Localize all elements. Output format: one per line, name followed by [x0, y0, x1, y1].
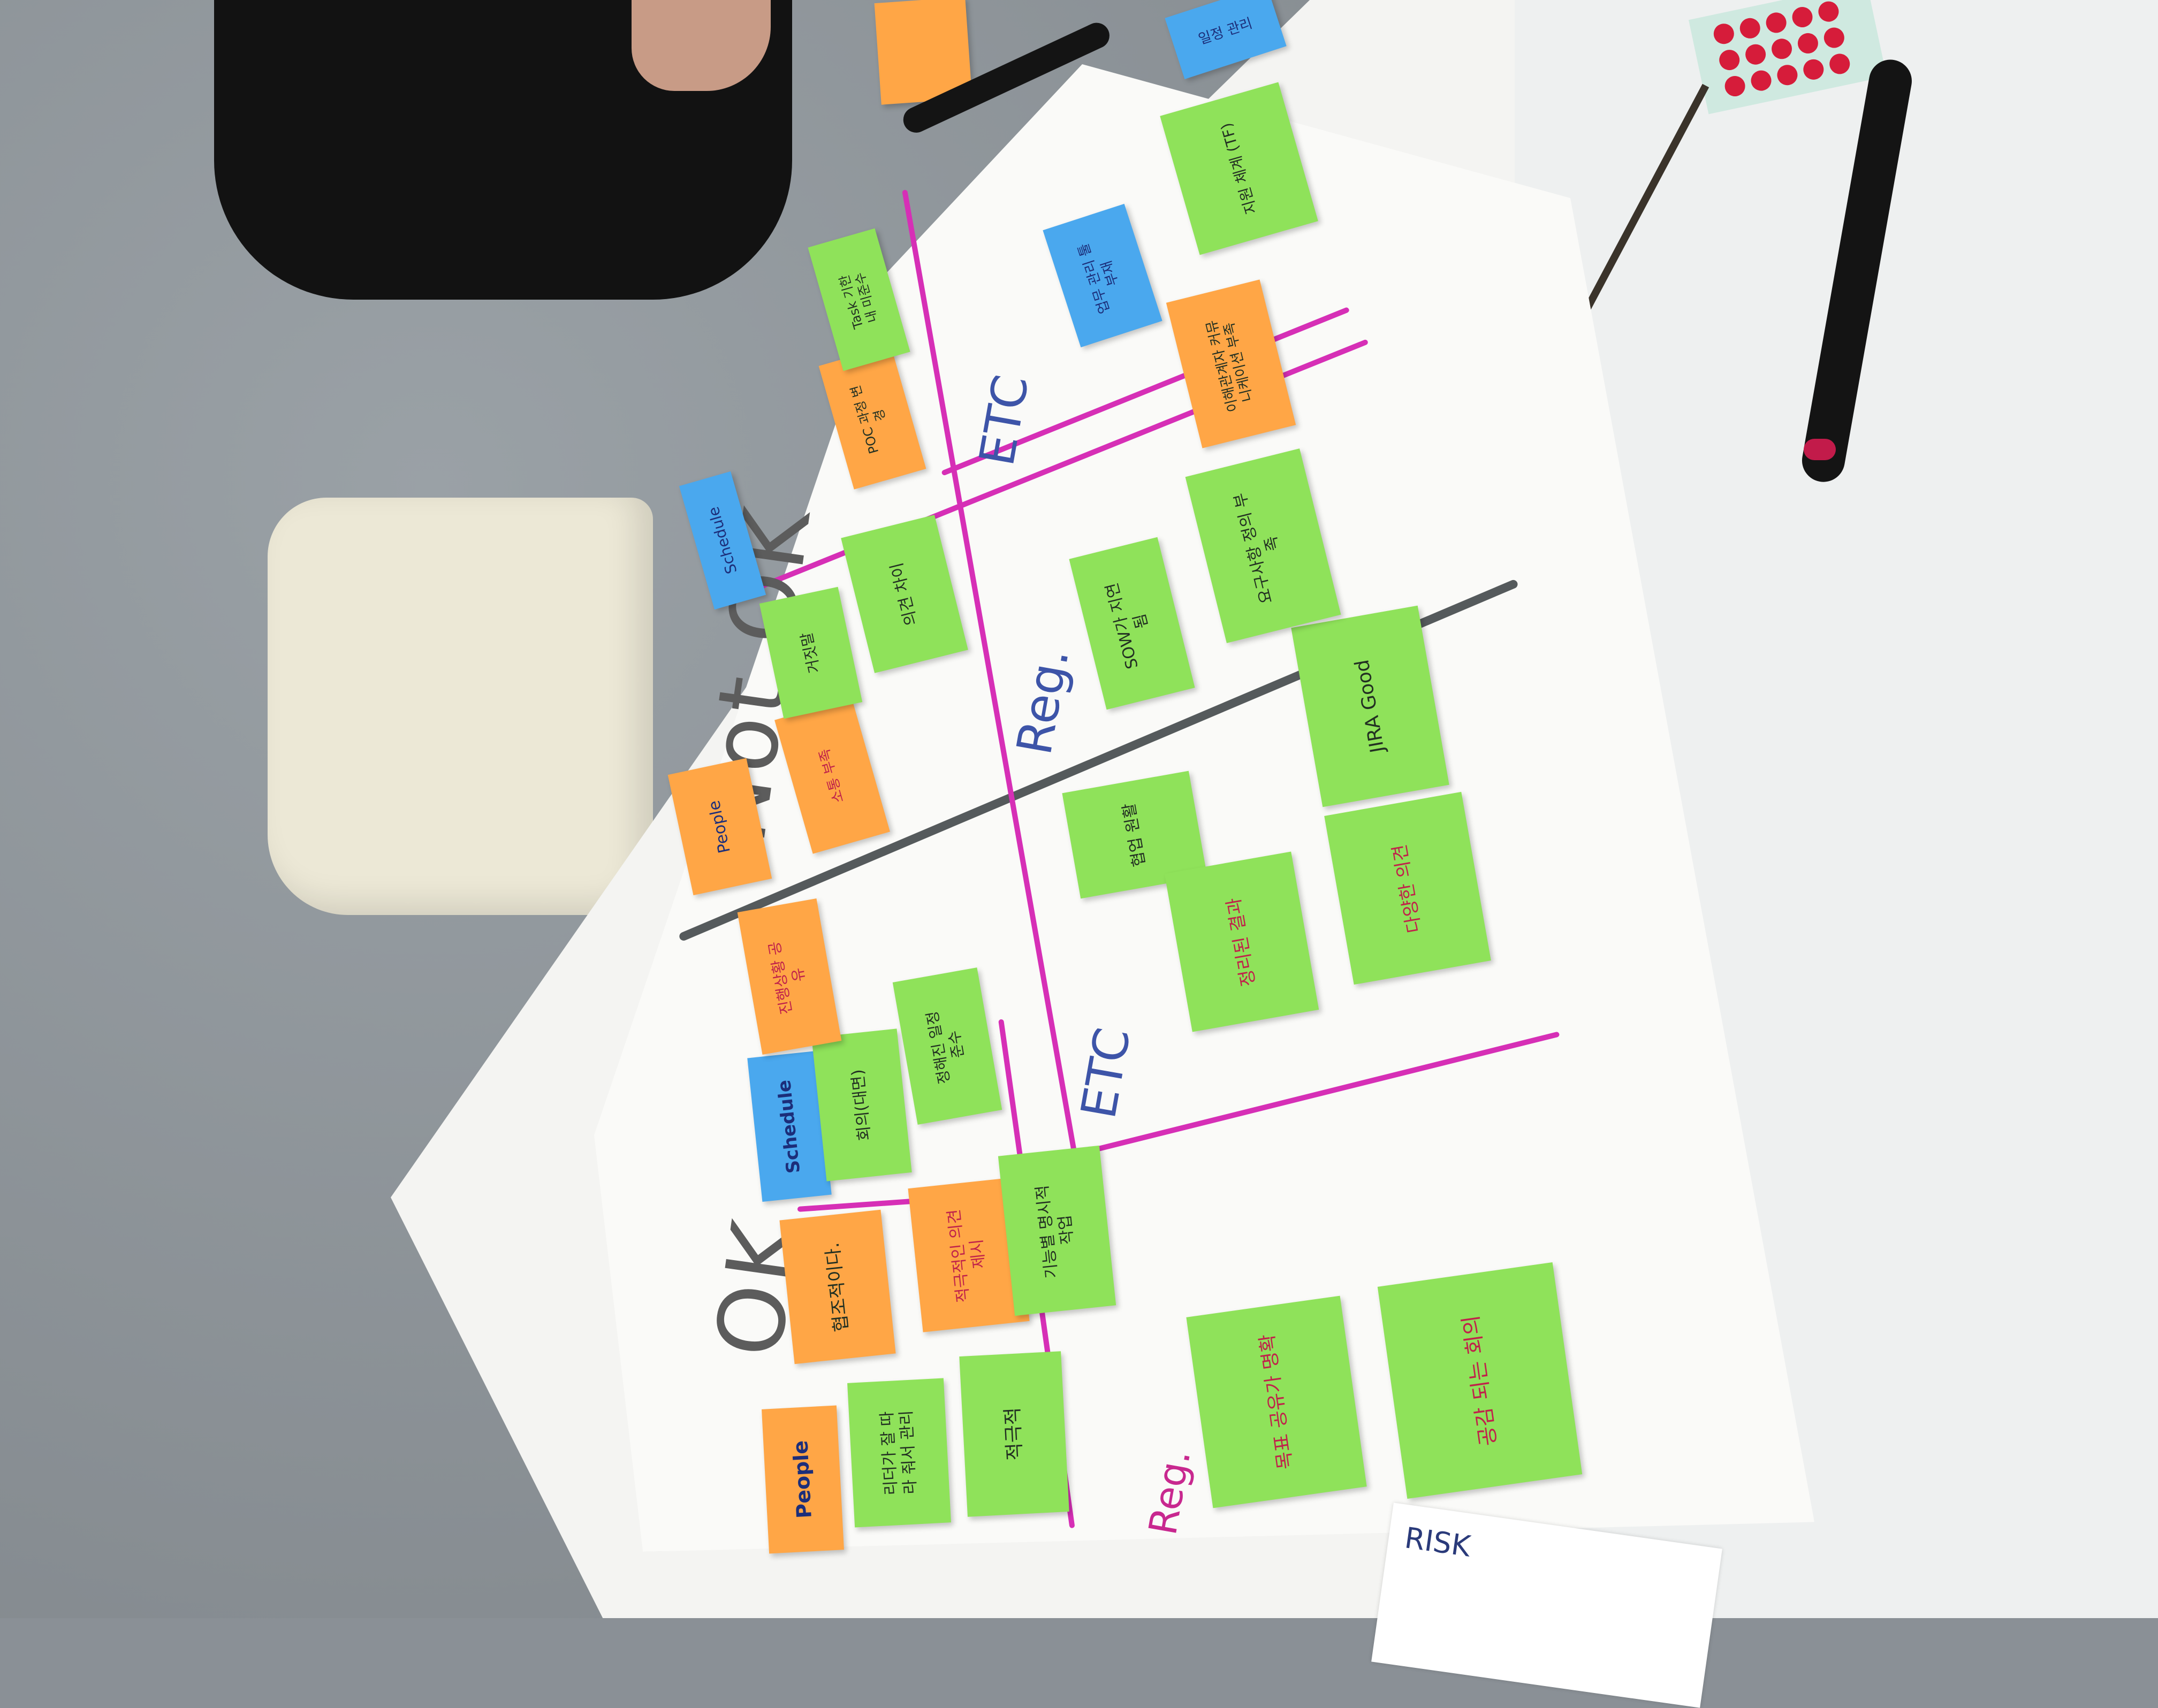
note-ok-meeting: 회의(대면) — [811, 1028, 912, 1181]
chair — [268, 498, 653, 915]
note-ok-share: 리더가 잘 따라 줘서 관리 — [847, 1378, 951, 1528]
note-ok-reg-3: 다양한 의견 — [1324, 791, 1491, 985]
marker-cap — [1804, 439, 1836, 460]
note-ok-collab: 협조적이다. — [779, 1209, 896, 1364]
note-ok-reg-5: 공감 되는 회의 — [1377, 1262, 1583, 1499]
note-ok-people-label: People — [762, 1405, 844, 1554]
note-ok-reg-4: 목표 공유가 명확 — [1186, 1295, 1367, 1508]
note-ok-reg-2: 정리된 결과 — [1164, 851, 1319, 1032]
document-title: RISK — [1402, 1521, 1473, 1564]
person-arm — [632, 0, 771, 91]
note-ok-ppt: 기능별 명시적 작업 — [998, 1145, 1116, 1316]
note-ok-proactive: 적극적 — [959, 1351, 1069, 1517]
